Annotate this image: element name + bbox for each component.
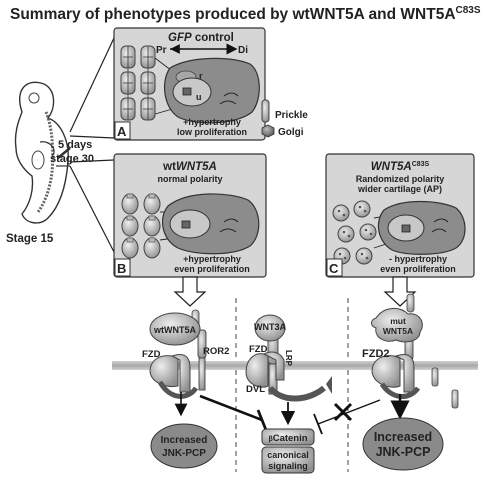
panel-a-nucleus <box>172 77 212 107</box>
left-inhibition-line <box>199 394 263 422</box>
fzd-left-label: FZD <box>142 349 161 360</box>
outcome-left-line-2: JNK-PCP <box>162 448 206 459</box>
ror2-label: ROR2 <box>203 346 229 357</box>
panel-c-title: WNT5AC83S <box>371 161 430 173</box>
panel-c-proliferation: even proliferation <box>380 264 456 274</box>
outcome-right-line-2: JNK-PCP <box>376 445 431 459</box>
panel-a-pr-label: Pr <box>156 45 167 56</box>
outcome-left-jnk-pcp <box>150 423 218 469</box>
panel-c-letter: C <box>329 261 339 276</box>
outcome-right-jnk-pcp <box>362 417 444 471</box>
panel-b-proliferation: even proliferation <box>174 264 250 274</box>
legend-prickle-label: Prickle <box>275 110 308 121</box>
panel-b-down-arrow <box>173 276 207 307</box>
canonical-line-1: canonical <box>267 450 309 460</box>
panel-b-title: wtWNT5A <box>162 161 217 173</box>
beta-catenin-box <box>261 428 315 446</box>
legend-golgi-label: Golgi <box>278 127 304 138</box>
wtwnt5a-ligand <box>149 312 201 346</box>
stage-15-label: Stage 15 <box>6 233 54 245</box>
golgi-legend-icon <box>261 124 275 138</box>
outcome-left-line-1: Increased <box>161 435 208 446</box>
fzd2-label: FZD2 <box>362 348 390 360</box>
panel-c-randomized-cells <box>332 200 377 265</box>
panel-a-di-label: Di <box>238 45 248 56</box>
panel-b-hypertrophy: +hypertrophy <box>183 254 241 264</box>
panel-b-chondrocyte-columns <box>121 193 161 259</box>
prickle-legend-icon <box>261 99 270 123</box>
panel-b-subtitle: normal polarity <box>157 174 222 184</box>
lrp-label: LRP <box>284 350 293 367</box>
mut-wnt5a-label-2: WNT5A <box>383 326 413 336</box>
embryo-illustration <box>14 81 71 224</box>
diagram-title: Summary of phenotypes produced by wtWNT5… <box>10 5 481 23</box>
wnt3a-ligand <box>254 314 286 342</box>
left-receptor-complex <box>149 309 207 399</box>
panel-a-golgi-marker <box>182 87 192 96</box>
panel-a-chondrocyte-columns <box>120 45 156 121</box>
dvl-label: DVL <box>246 384 265 395</box>
canonical-line-2: signaling <box>268 461 308 471</box>
fzd-middle-label: FZD <box>249 344 268 355</box>
right-inhibition-line <box>317 399 381 425</box>
outcome-right-line-1: Increased <box>374 430 432 444</box>
panel-a-u-label: u <box>196 92 202 102</box>
mut-wnt5a-ligand <box>371 308 423 343</box>
stage-days-label: 5 days <box>58 139 92 151</box>
canonical-signaling-box <box>261 446 315 474</box>
panel-a-proliferation: low proliferation <box>177 127 247 137</box>
panel-c-subtitle-1: Randomized polarity <box>356 174 445 184</box>
stage-30-label: stage 30 <box>50 153 94 165</box>
wnt3a-label: WNT3A <box>254 322 286 332</box>
beta-catenin-label: βCatenin <box>268 433 307 444</box>
blocked-x-icon <box>333 402 353 422</box>
wtwnt5a-label: wtWNT5A <box>153 325 196 335</box>
panel-a-r-label: r <box>199 71 203 81</box>
mut-wnt5a-label-1: mut <box>390 316 406 326</box>
panel-a-letter: A <box>117 124 127 139</box>
panel-b-chondrocyte-cell <box>161 193 260 255</box>
cell-membrane <box>112 361 478 370</box>
panel-b-letter: B <box>117 261 126 276</box>
panel-a-hypertrophy: +hypertrophy <box>183 117 241 127</box>
panel-c-hypertrophy: - hypertrophy <box>389 254 447 264</box>
panel-a-title: GFP control <box>168 32 234 44</box>
panel-c-subtitle-2: wider cartilage (AP) <box>357 184 442 194</box>
